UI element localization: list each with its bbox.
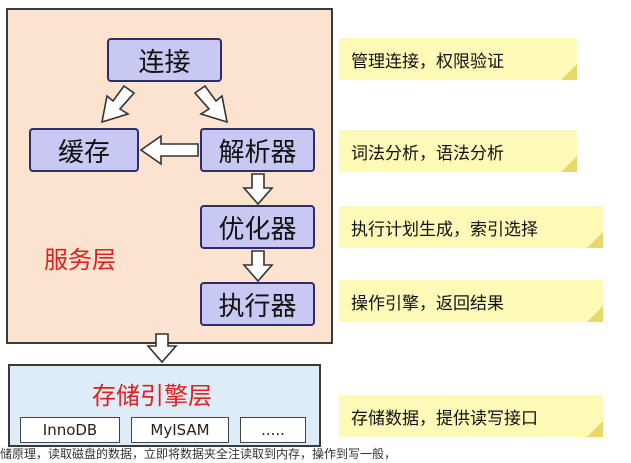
service-layer-title: 服务层 bbox=[44, 246, 116, 274]
note-optimizer: 执行计划生成，索引选择 bbox=[339, 206, 603, 248]
optimizer-node: 优化器 bbox=[200, 205, 315, 249]
note-parser: 词法分析，语法分析 bbox=[339, 130, 577, 172]
cache-node: 缓存 bbox=[29, 128, 139, 172]
engine-myisam: MyISAM bbox=[131, 417, 229, 443]
note-storage-text: 存储数据，提供读写接口 bbox=[351, 408, 538, 429]
parser-node: 解析器 bbox=[200, 128, 315, 172]
note-executor: 操作引擎，返回结果 bbox=[339, 280, 603, 322]
arrow-connect-to-parser bbox=[193, 84, 229, 124]
note-executor-text: 操作引擎，返回结果 bbox=[351, 293, 504, 314]
note-connect-text: 管理连接，权限验证 bbox=[351, 51, 504, 72]
engine-other: ..... bbox=[240, 417, 306, 443]
arrow-service-to-storage bbox=[146, 333, 178, 364]
arrow-parser-to-cache bbox=[139, 134, 199, 166]
arrow-optimizer-to-executor bbox=[242, 250, 274, 283]
note-fold-icon bbox=[587, 232, 603, 248]
note-fold-icon bbox=[561, 156, 577, 172]
note-connect: 管理连接，权限验证 bbox=[339, 38, 577, 80]
engine-innodb: InnoDB bbox=[20, 417, 120, 443]
note-storage: 存储数据，提供读写接口 bbox=[339, 395, 603, 437]
storage-layer-title: 存储引擎层 bbox=[92, 382, 212, 410]
footer-text: 储原理，读取磁盘的数据，立即将数据夹全注读取到内存，操作到写一般， bbox=[0, 447, 397, 461]
note-fold-icon bbox=[561, 64, 577, 80]
note-optimizer-text: 执行计划生成，索引选择 bbox=[351, 219, 538, 240]
note-fold-icon bbox=[587, 421, 603, 437]
executor-node: 执行器 bbox=[200, 282, 315, 326]
arrow-connect-to-cache bbox=[100, 84, 136, 124]
connect-node: 连接 bbox=[107, 38, 222, 82]
note-fold-icon bbox=[587, 306, 603, 322]
note-parser-text: 词法分析，语法分析 bbox=[351, 143, 504, 164]
arrow-parser-to-optimizer bbox=[242, 173, 274, 206]
